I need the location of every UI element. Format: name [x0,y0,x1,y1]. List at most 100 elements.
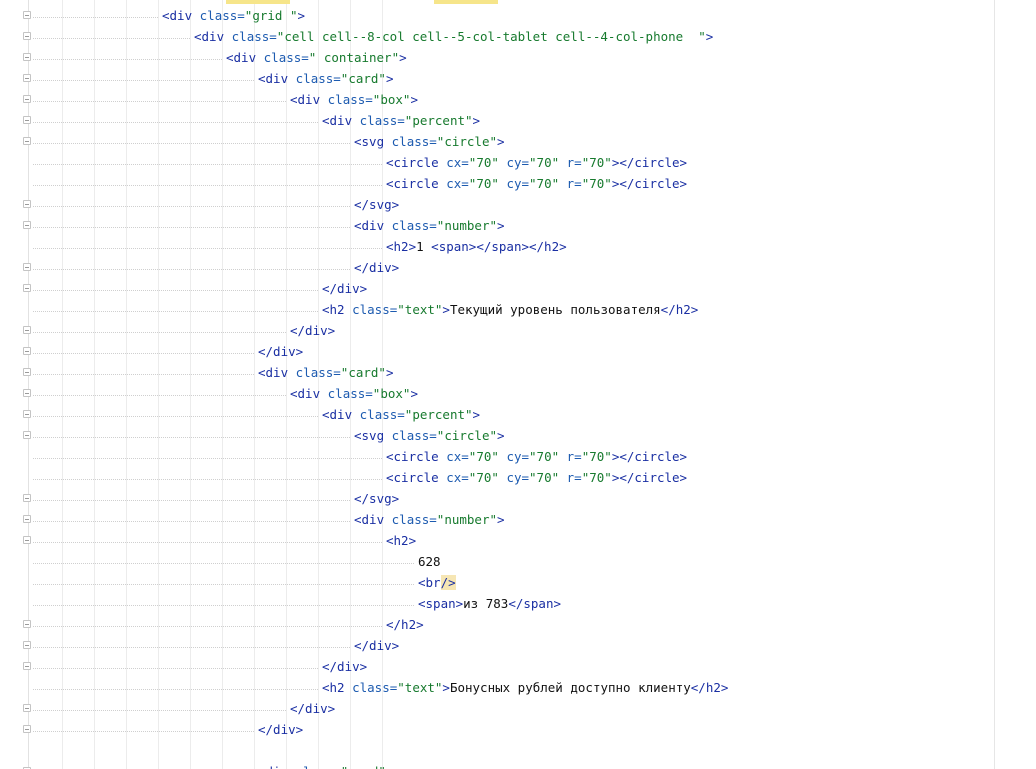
code-token: "card" [340,365,386,380]
code-token: cy= [506,176,530,191]
code-line[interactable]: <div class="box"> [0,383,1036,404]
code-line[interactable]: <circle cx="70" cy="70" r="70"></circle> [0,446,1036,467]
fold-toggle-icon[interactable] [23,347,31,355]
code-line[interactable]: <div class="card"> [0,362,1036,383]
code-line[interactable] [0,740,1036,761]
code-line[interactable]: <div class="card"> [0,761,1036,769]
fold-toggle-icon[interactable] [23,704,31,712]
code-line[interactable]: <svg class="circle"> [0,131,1036,152]
code-line[interactable]: </div> [0,635,1036,656]
code-line[interactable]: </div> [0,698,1036,719]
code-line[interactable]: <svg class="circle"> [0,425,1036,446]
code-line[interactable]: 628 [0,551,1036,572]
code-line[interactable]: <div class="number"> [0,509,1036,530]
code-line[interactable]: <div class="grid "> [0,5,1036,26]
code-line[interactable]: </div> [0,278,1036,299]
code-line[interactable]: <h2>1 <span></span></h2> [0,236,1036,257]
code-line[interactable]: <circle cx="70" cy="70" r="70"></circle> [0,152,1036,173]
code-token: <h2 [322,680,345,695]
code-line[interactable]: </div> [0,719,1036,740]
code-line[interactable]: <div class="box"> [0,89,1036,110]
fold-toggle-icon[interactable] [23,326,31,334]
fold-toggle-icon[interactable] [23,410,31,418]
whitespace-dots [33,101,286,102]
match-highlight [434,0,498,4]
code-line[interactable]: <h2> [0,530,1036,551]
code-token [288,365,296,380]
fold-toggle-icon[interactable] [23,431,31,439]
fold-toggle-icon[interactable] [23,200,31,208]
code-token: "text" [397,680,443,695]
code-token: </div> [354,638,400,653]
fold-toggle-icon[interactable] [23,137,31,145]
indent-guide [158,0,159,769]
fold-toggle-icon[interactable] [23,767,31,769]
code-line[interactable]: <div class="card"> [0,68,1036,89]
code-token: r= [566,470,582,485]
fold-toggle-icon[interactable] [23,95,31,103]
code-token: </div> [354,260,400,275]
fold-toggle-icon[interactable] [23,74,31,82]
code-token [288,764,296,769]
fold-toggle-icon[interactable] [23,116,31,124]
code-token: <div [290,92,321,107]
whitespace-dots [33,185,382,186]
code-token: <div [322,113,353,128]
code-token [345,302,353,317]
code-line[interactable]: <span>из 783</span> [0,593,1036,614]
code-text: </div> [354,635,399,656]
fold-toggle-icon[interactable] [23,725,31,733]
fold-toggle-icon[interactable] [23,536,31,544]
code-token [192,8,200,23]
code-line[interactable]: <div class="percent"> [0,404,1036,425]
code-token: "card" [340,71,386,86]
code-line[interactable]: </div> [0,341,1036,362]
code-text: <h2 class="text">Бонусных рублей доступн… [322,677,728,698]
code-text: </div> [290,320,335,341]
code-line[interactable]: </div> [0,656,1036,677]
code-line[interactable]: <div class="percent"> [0,110,1036,131]
fold-toggle-icon[interactable] [23,494,31,502]
fold-toggle-icon[interactable] [23,11,31,19]
whitespace-dots [33,311,318,312]
whitespace-dots [33,269,350,270]
code-line[interactable]: <h2 class="text">Текущий уровень пользов… [0,299,1036,320]
fold-toggle-icon[interactable] [23,53,31,61]
code-line[interactable]: <br/> [0,572,1036,593]
fold-toggle-icon[interactable] [23,641,31,649]
whitespace-dots [33,353,254,354]
code-token: > [410,92,418,107]
code-line[interactable]: </div> [0,257,1036,278]
code-line[interactable]: </h2> [0,614,1036,635]
code-line[interactable]: </svg> [0,488,1036,509]
code-token [559,155,567,170]
gutter [28,0,29,769]
fold-toggle-icon[interactable] [23,32,31,40]
code-token: 628 [418,554,441,569]
fold-toggle-icon[interactable] [23,221,31,229]
code-token: "box" [372,92,411,107]
fold-toggle-icon[interactable] [23,389,31,397]
code-line[interactable]: <div class="cell cell--8-col cell--5-col… [0,26,1036,47]
fold-toggle-icon[interactable] [23,662,31,670]
code-text: <h2> [386,530,416,551]
code-line[interactable]: <circle cx="70" cy="70" r="70"></circle> [0,467,1036,488]
code-line[interactable]: </svg> [0,194,1036,215]
fold-toggle-icon[interactable] [23,284,31,292]
code-token: class= [327,92,373,107]
code-token: Бонусных рублей доступно клиенту [449,680,691,695]
code-line[interactable]: <div class="number"> [0,215,1036,236]
fold-toggle-icon[interactable] [23,263,31,271]
whitespace-dots [33,584,414,585]
code-line[interactable]: <h2 class="text">Бонусных рублей доступн… [0,677,1036,698]
fold-toggle-icon[interactable] [23,515,31,523]
fold-toggle-icon[interactable] [23,620,31,628]
code-line[interactable]: </div> [0,320,1036,341]
code-token [384,218,392,233]
code-token: </div> [258,722,304,737]
fold-toggle-icon[interactable] [23,368,31,376]
code-line[interactable]: <div class=" container"> [0,47,1036,68]
code-token: > [399,50,407,65]
code-line[interactable]: <circle cx="70" cy="70" r="70"></circle> [0,173,1036,194]
